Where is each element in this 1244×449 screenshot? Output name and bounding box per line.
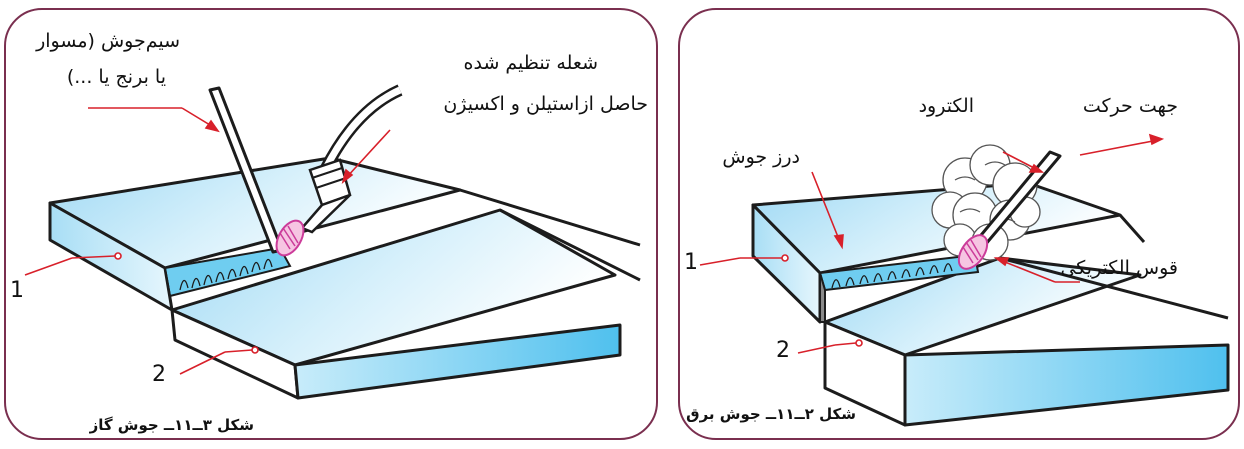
arc-plate-2-number: 2 [776, 338, 790, 363]
gas-plate-lower [170, 208, 641, 400]
gas-plate-2-number: 2 [152, 362, 166, 387]
electrode [957, 150, 1062, 270]
seam-label: درز جوش [722, 146, 800, 168]
gas-weld-bead [163, 246, 292, 311]
arc-label: قوس الکتریکی [1060, 257, 1178, 279]
gas-figure-caption: شکل ۳ــ۱۱ــ جوش گاز [89, 416, 254, 434]
arc-plate-1-number: 1 [684, 250, 698, 275]
filler-rod-label-line2: یا برنج یا ...) [66, 66, 166, 88]
gas-plate-1-number: 1 [10, 278, 24, 303]
electrode-label: الکترود [918, 95, 974, 117]
arc-pointer-lines [699, 133, 1165, 354]
arc-figure-caption: شکل ۲ــ۱۱ــ جوش برق [686, 405, 856, 423]
gas-pointer-lines [24, 107, 391, 375]
arc-weld-bead [818, 253, 980, 323]
gas-torch [275, 84, 403, 257]
direction-label: جهت حرکت [1082, 95, 1178, 117]
flame-label-line1: شعله تنظیم شده [463, 52, 598, 74]
flame-label-line2: حاصل ازاستیلن و اکسیژن [443, 93, 648, 115]
filler-rod-label-line1: سیم‌جوش (مسوار [36, 30, 180, 52]
